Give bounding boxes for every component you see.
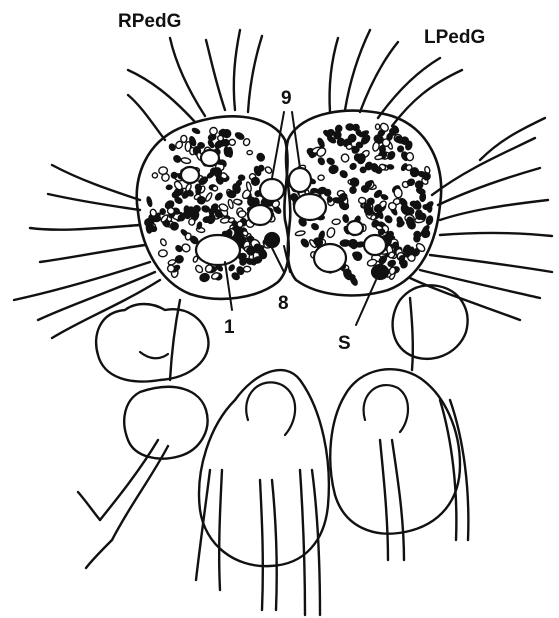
neuron-cell-right: [229, 139, 235, 145]
neuron-s-body: [372, 265, 388, 279]
neuron-cell-left: [416, 187, 426, 195]
neuron-cell-right: [171, 172, 177, 178]
neuron-right-f-body: [181, 167, 199, 183]
neuron-cell-left: [420, 228, 431, 239]
neuron-cell-left: [317, 137, 325, 148]
neuron-cell-right: [166, 185, 172, 190]
neuron-cell-left: [326, 157, 335, 165]
neuron-cell-right: [264, 166, 273, 175]
neuron-cell-left: [403, 252, 410, 257]
neuron-cell-right: [209, 127, 218, 135]
neuron-cell-right: [181, 157, 191, 164]
neuron-cell-left: [318, 175, 325, 181]
neuron-cell-left: [406, 152, 414, 161]
neuron-cell-right: [152, 172, 159, 179]
neuron-cell-right: [239, 258, 246, 266]
neuron-right-g-body: [201, 150, 219, 166]
neuron-cell-left: [394, 135, 404, 144]
neuron-cell-right: [174, 196, 183, 204]
neuron-cell-right: [185, 233, 192, 241]
neuron-cell-right: [158, 250, 167, 257]
neuron-9-left-body: [289, 168, 311, 192]
descending-nerves: [78, 298, 468, 615]
neuron-cell-right: [234, 131, 244, 140]
neuron-9-right-body: [260, 179, 284, 201]
neuron-cell-right: [238, 210, 247, 218]
neuron-cell-right: [175, 245, 183, 253]
neuron-cell-right: [228, 264, 235, 272]
neuron-cell-left: [339, 169, 349, 178]
neuron-cell-left: [332, 219, 341, 225]
neuron-cell-right: [168, 143, 176, 151]
label-lpedg: LPedG: [424, 27, 485, 48]
neuron-large-left-body: [294, 194, 326, 220]
neuron-cell-left: [295, 230, 305, 236]
neuron-cell-right: [224, 147, 230, 157]
neuron-cell-right: [227, 199, 233, 209]
neuron-8-body: [265, 233, 279, 247]
neuron-cell-right: [181, 135, 187, 142]
neuron-1-body: [196, 235, 240, 265]
neuron-cell-right: [167, 207, 175, 215]
neuron-right-b-body: [248, 205, 272, 225]
label-1: 1: [224, 317, 235, 338]
neuron-cell-left: [300, 238, 310, 248]
neuron-left-d-body: [364, 235, 386, 255]
lobe-folds: [140, 352, 408, 435]
neuron-cell-left: [387, 164, 394, 169]
label-rpedg: RPedG: [118, 11, 181, 32]
neuron-cell-right: [201, 205, 210, 213]
neuron-cell-left: [424, 201, 434, 211]
neuron-cell-left: [381, 194, 389, 200]
neuron-cell-left: [311, 222, 320, 230]
neuron-cell-left: [341, 153, 350, 162]
neuron-cell-right: [256, 152, 266, 162]
neuron-cell-left: [328, 164, 339, 175]
neuron-cell-right: [192, 127, 201, 134]
neuron-cell-left: [349, 176, 360, 187]
neuron-cell-right: [205, 192, 213, 202]
neuron-cell-left: [393, 187, 402, 198]
neuron-cell-right: [170, 222, 178, 230]
neuron-cell-left: [317, 157, 325, 166]
neuron-cell-left: [365, 182, 371, 187]
neuron-cell-right: [197, 196, 206, 204]
neuron-cell-left: [342, 214, 349, 223]
neuron-cell-right: [159, 238, 167, 247]
neuron-cell-right: [247, 150, 253, 154]
neuron-cell-left: [349, 162, 357, 170]
neuron-cell-right: [238, 175, 245, 181]
neuron-cell-right: [214, 168, 221, 178]
neuron-cell-left: [326, 227, 336, 239]
label-8: 8: [278, 293, 289, 314]
neuron-cell-right: [188, 218, 195, 226]
neuron-cell-left: [384, 215, 393, 224]
neuron-cell-right: [212, 185, 218, 191]
neuron-cell-right: [194, 264, 204, 274]
neuron-cell-left: [327, 196, 333, 202]
neuron-cell-right: [233, 199, 242, 205]
neuron-cell-left: [376, 124, 380, 129]
label-9: 9: [281, 88, 292, 109]
neuron-cell-left: [333, 131, 341, 140]
neuron-cell-right: [184, 206, 190, 215]
neuron-cell-right: [167, 264, 175, 272]
neuron-cell-left: [414, 235, 420, 242]
neuron-cell-left: [360, 167, 366, 173]
neuron-cell-right: [243, 266, 250, 272]
neuron-left-e-body: [347, 221, 363, 235]
neuron-left-c-body: [314, 244, 346, 272]
neuron-cell-left: [350, 187, 356, 193]
label-s: S: [338, 333, 351, 354]
neuron-cell-right: [237, 221, 243, 227]
neuron-cell-right: [146, 196, 152, 207]
neuron-cell-right: [214, 192, 223, 201]
neuron-cell-right: [158, 166, 167, 174]
neuron-cell-right: [146, 225, 154, 229]
neuron-cell-right: [199, 273, 210, 283]
neuron-cell-left: [352, 252, 358, 258]
neuron-cell-right: [173, 154, 182, 163]
